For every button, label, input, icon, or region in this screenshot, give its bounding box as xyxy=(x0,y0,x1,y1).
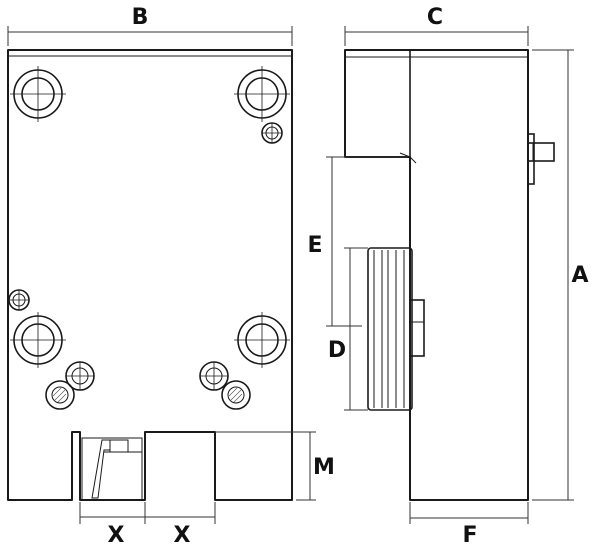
front-view xyxy=(7,49,293,501)
label-b: B xyxy=(132,5,149,30)
screw-hole-left-upper xyxy=(65,361,95,391)
label-x-right: X xyxy=(174,523,191,548)
dimension-lines xyxy=(7,26,574,524)
label-f: F xyxy=(462,523,477,548)
side-pin xyxy=(527,133,555,185)
counterbore-hole-bottom-right xyxy=(234,312,290,368)
side-view xyxy=(344,49,555,501)
label-a: A xyxy=(571,263,588,288)
counterbore-hole-top-right xyxy=(234,66,290,122)
label-x-left: X xyxy=(108,523,125,548)
side-flange xyxy=(367,247,425,411)
counterbore-hole-bottom-left xyxy=(10,312,66,368)
slot-insert xyxy=(81,437,143,501)
screw-hole-right-upper xyxy=(199,361,229,391)
screw-hole-left-lower xyxy=(45,380,75,410)
label-d: D xyxy=(328,338,346,363)
side-view-outline xyxy=(344,49,529,501)
label-c: C xyxy=(427,5,443,30)
counterbore-hole-top-left xyxy=(10,66,66,122)
dowel-pin-left xyxy=(8,289,30,311)
label-e: E xyxy=(307,233,322,258)
dowel-pin-top-right xyxy=(261,122,283,144)
label-m: M xyxy=(313,455,335,480)
screw-hole-right-lower xyxy=(221,380,251,410)
